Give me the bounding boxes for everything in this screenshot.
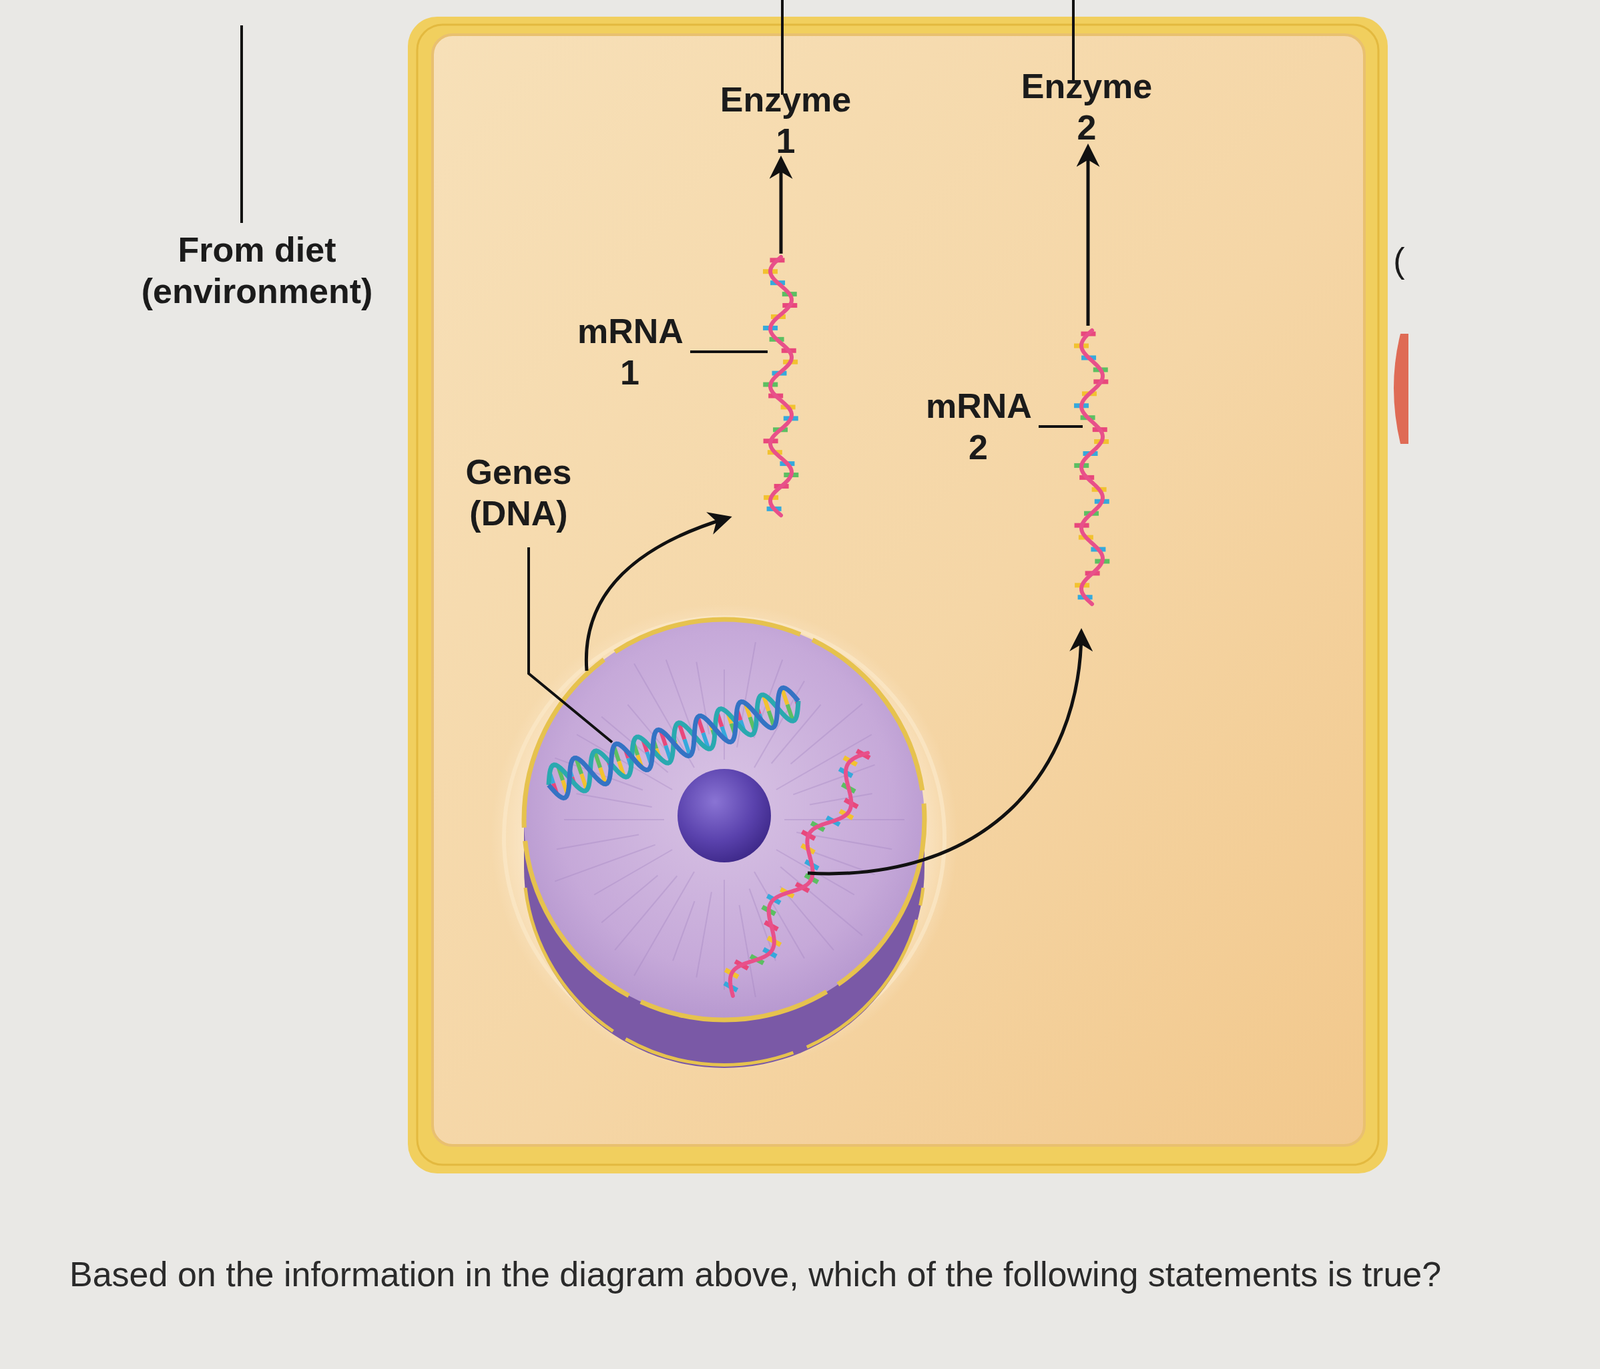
nucleus-texture [554, 642, 905, 998]
enzyme-label: Enzyme 2 [1021, 65, 1153, 149]
chromatin-streak [554, 845, 655, 882]
dna-helix [548, 687, 799, 798]
source-label: From diet (environment) [141, 228, 374, 313]
chromatin-streak [672, 901, 695, 961]
chromatin-streak [696, 891, 712, 978]
chromatin-streak [576, 793, 652, 808]
enzyme-label: Enzyme 1 [720, 78, 852, 163]
dna-backbone [548, 687, 799, 798]
chromatin-streak [723, 669, 725, 760]
pointer-line [240, 25, 243, 223]
nucleus-face [523, 619, 925, 1020]
chromatin-streak [780, 886, 834, 951]
chromatin-streak [784, 819, 905, 821]
chromatin-streak [564, 819, 665, 821]
translation-arrow [779, 160, 783, 254]
mrna-strand [1074, 330, 1110, 605]
mrna-label: mRNA 1 [577, 310, 683, 394]
nucleus [523, 619, 925, 1069]
cytoplasm [432, 34, 1365, 1146]
mrna-strand [762, 256, 799, 516]
nucleus-glow [490, 604, 958, 1072]
chromatin-streak [790, 703, 863, 764]
nucleolus [677, 768, 771, 863]
gene-label: Genes (DNA) [465, 451, 573, 535]
mrna-backbone [770, 256, 792, 516]
cell-membrane-line [417, 24, 1379, 1165]
mrna-backbone [1081, 330, 1103, 605]
chromatin-streak [614, 875, 677, 950]
chromatin-streak [809, 793, 873, 805]
chromatin-streak [792, 764, 875, 795]
chromatin-streak [594, 849, 673, 896]
chromatin-streak [556, 835, 639, 850]
leader-line [528, 547, 613, 743]
translation-arrow [1086, 148, 1091, 326]
strands [548, 256, 1110, 996]
cell-membrane [407, 16, 1388, 1174]
leader-line [690, 350, 768, 354]
edge-text: ( [1393, 239, 1405, 282]
mrna-label: mRNA 2 [925, 385, 1031, 469]
nuclear-envelope [523, 619, 925, 1020]
leader-line [1038, 425, 1083, 428]
transcription-arrow [586, 517, 728, 671]
chromatin-streak [776, 734, 872, 791]
transcription-arrow [807, 632, 1082, 874]
edge-shape [1393, 333, 1409, 444]
chromatin-streak [739, 905, 756, 998]
cytoplasm-edge [432, 34, 1365, 1146]
chromatin-streak [723, 879, 725, 990]
chromatin-streak [601, 875, 658, 924]
question-caption: Based on the information in the diagram … [69, 1249, 1465, 1300]
